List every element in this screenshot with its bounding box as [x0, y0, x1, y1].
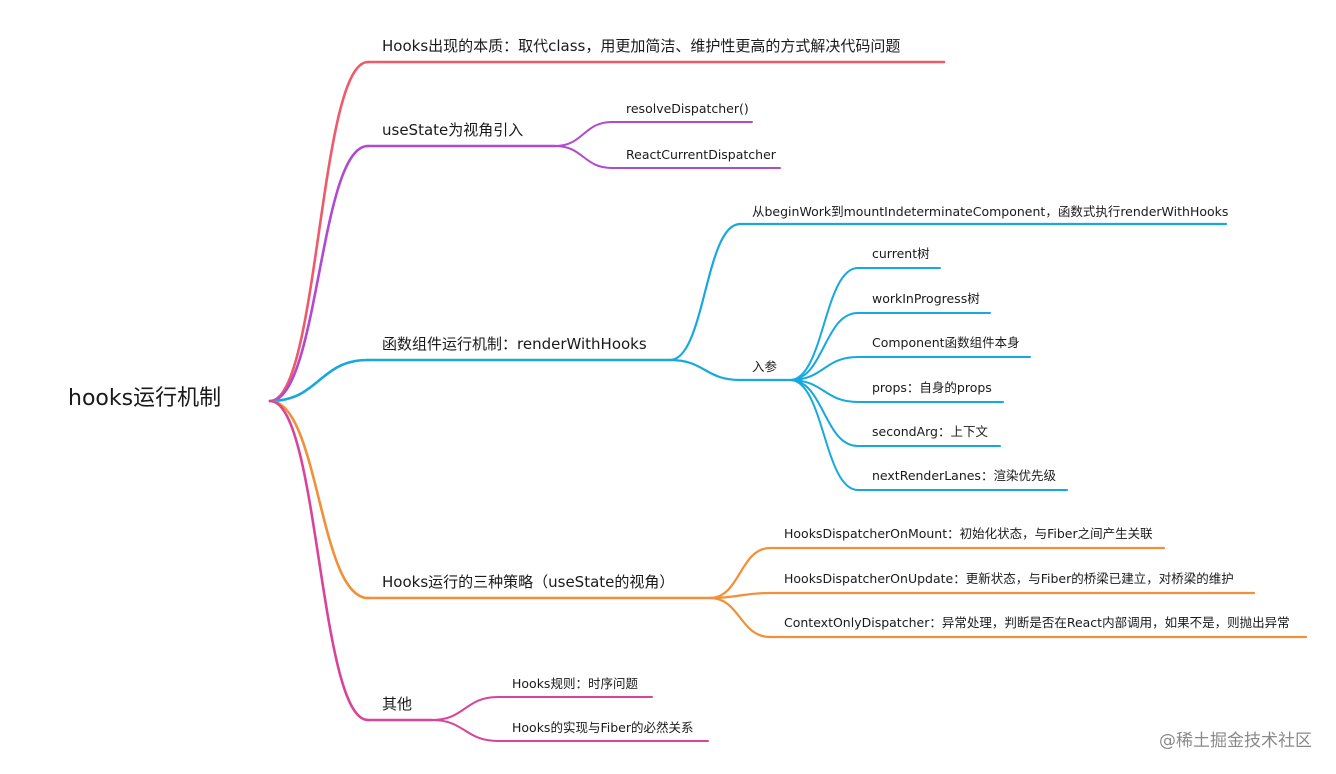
subtopic-begin-work-flow[interactable]: 从beginWork到mountIndeterminateComponent，函…: [752, 203, 1229, 219]
param-connector-5: [789, 379, 859, 491]
param-current-tree[interactable]: current树: [872, 245, 930, 261]
branch-3-connector: [268, 358, 370, 403]
b4-child-connector-0: [708, 546, 772, 600]
b5-child-connector-0: [431, 696, 499, 721]
b2-child-connector-1: [554, 145, 613, 169]
subtopic-context-only-dispatcher[interactable]: ContextOnlyDispatcher：异常处理，判断是否在React内部调…: [784, 614, 1290, 630]
param-component[interactable]: Component函数组件本身: [872, 334, 1020, 350]
param-next-render-lanes[interactable]: nextRenderLanes：渲染优先级: [872, 467, 1056, 483]
subtopic-dispatcher-on-update[interactable]: HooksDispatcherOnUpdate：更新状态，与Fiber的桥梁已建…: [784, 570, 1234, 586]
b3-child-connector-0: [668, 222, 742, 362]
subtopic-hooks-rules[interactable]: Hooks规则：时序问题: [512, 675, 638, 691]
param-connector-1: [789, 312, 859, 381]
topic-usestate-intro[interactable]: useState为视角引入: [382, 121, 524, 139]
subtopic-resolve-dispatcher[interactable]: resolveDispatcher(): [626, 100, 749, 116]
param-connector-0: [789, 267, 859, 381]
watermark: @稀土掘金技术社区: [1159, 731, 1312, 751]
b2-child-connector-0: [554, 121, 613, 147]
param-props[interactable]: props：自身的props: [872, 379, 992, 395]
branch-1-connector: [268, 60, 370, 403]
param-second-arg[interactable]: secondArg：上下文: [872, 423, 988, 439]
b5-child-connector-1: [431, 719, 499, 742]
param-connector-3: [789, 379, 859, 403]
topic-hooks-essence[interactable]: Hooks出现的本质：取代class，用更加简洁、维护性更高的方式解决代码问题: [382, 37, 901, 55]
branch-4-connector: [268, 399, 370, 600]
topic-others[interactable]: 其他: [382, 695, 413, 713]
subtopic-dispatcher-on-mount[interactable]: HooksDispatcherOnMount：初始化状态，与Fiber之间产生关…: [784, 525, 1153, 541]
branch-5-connector: [268, 399, 370, 722]
subtopic-params[interactable]: 入参: [752, 358, 778, 374]
subtopic-react-current-dispatcher[interactable]: ReactCurrentDispatcher: [626, 146, 776, 162]
subtopic-hooks-fiber-relation[interactable]: Hooks的实现与Fiber的必然关系: [512, 719, 694, 735]
topic-render-with-hooks[interactable]: 函数组件运行机制：renderWithHooks: [382, 335, 647, 353]
root-topic[interactable]: hooks运行机制: [68, 386, 222, 411]
param-connector-2: [789, 356, 859, 381]
topic-three-strategies[interactable]: Hooks运行的三种策略（useState的视角）: [382, 573, 675, 591]
param-work-in-progress-tree[interactable]: workInProgress树: [872, 290, 980, 306]
branch-2-connector: [268, 144, 370, 403]
b4-child-connector-2: [708, 596, 772, 639]
b3-child-connector-1: [668, 358, 742, 382]
